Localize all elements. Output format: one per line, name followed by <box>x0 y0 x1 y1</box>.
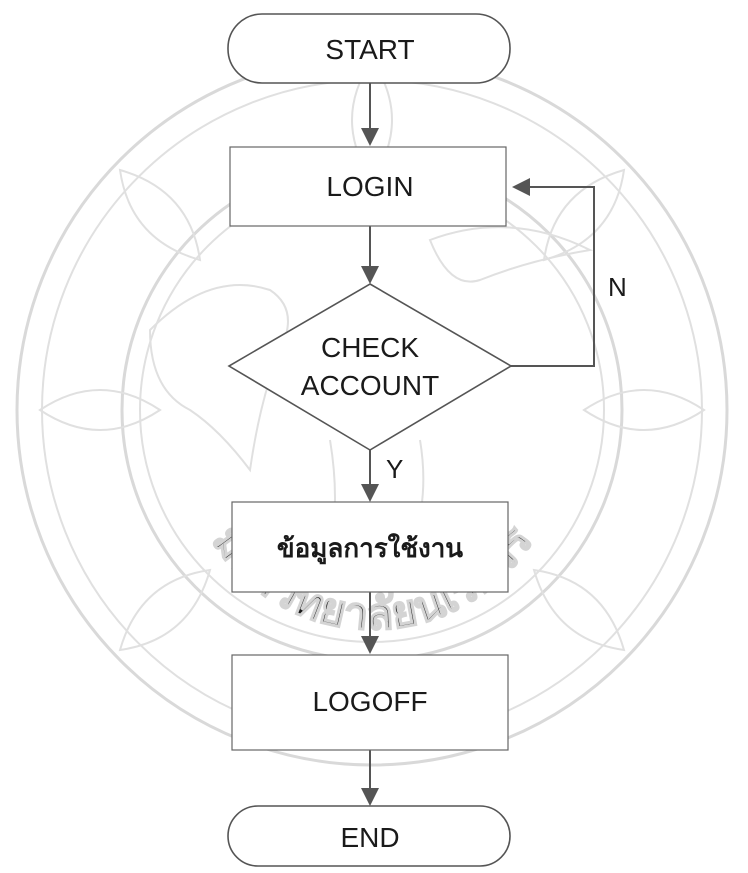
connector-login-check <box>361 226 379 284</box>
check-account-decision: CHECK ACCOUNT <box>227 283 513 451</box>
no-edge-label: N <box>608 272 627 302</box>
connector-check-usage-yes <box>361 450 379 502</box>
connector-usage-logoff <box>361 592 379 654</box>
check-label-line2: ACCOUNT <box>301 370 439 401</box>
login-process: LOGIN <box>229 146 507 227</box>
connector-check-login-no <box>511 178 595 367</box>
usage-data-process: ข้อมูลการใช้งาน <box>231 501 509 593</box>
connector-start-login <box>361 83 379 146</box>
end-label: END <box>340 822 399 853</box>
logoff-process: LOGOFF <box>231 654 509 751</box>
end-node: END <box>227 805 511 867</box>
connector-logoff-end <box>361 750 379 806</box>
start-node: START <box>227 13 511 84</box>
start-label: START <box>325 34 414 65</box>
yes-edge-label: Y <box>386 454 403 484</box>
check-label-line1: CHECK <box>321 332 419 363</box>
usage-label: ข้อมูลการใช้งาน <box>277 533 463 565</box>
login-label: LOGIN <box>326 171 413 202</box>
logoff-label: LOGOFF <box>312 686 427 717</box>
